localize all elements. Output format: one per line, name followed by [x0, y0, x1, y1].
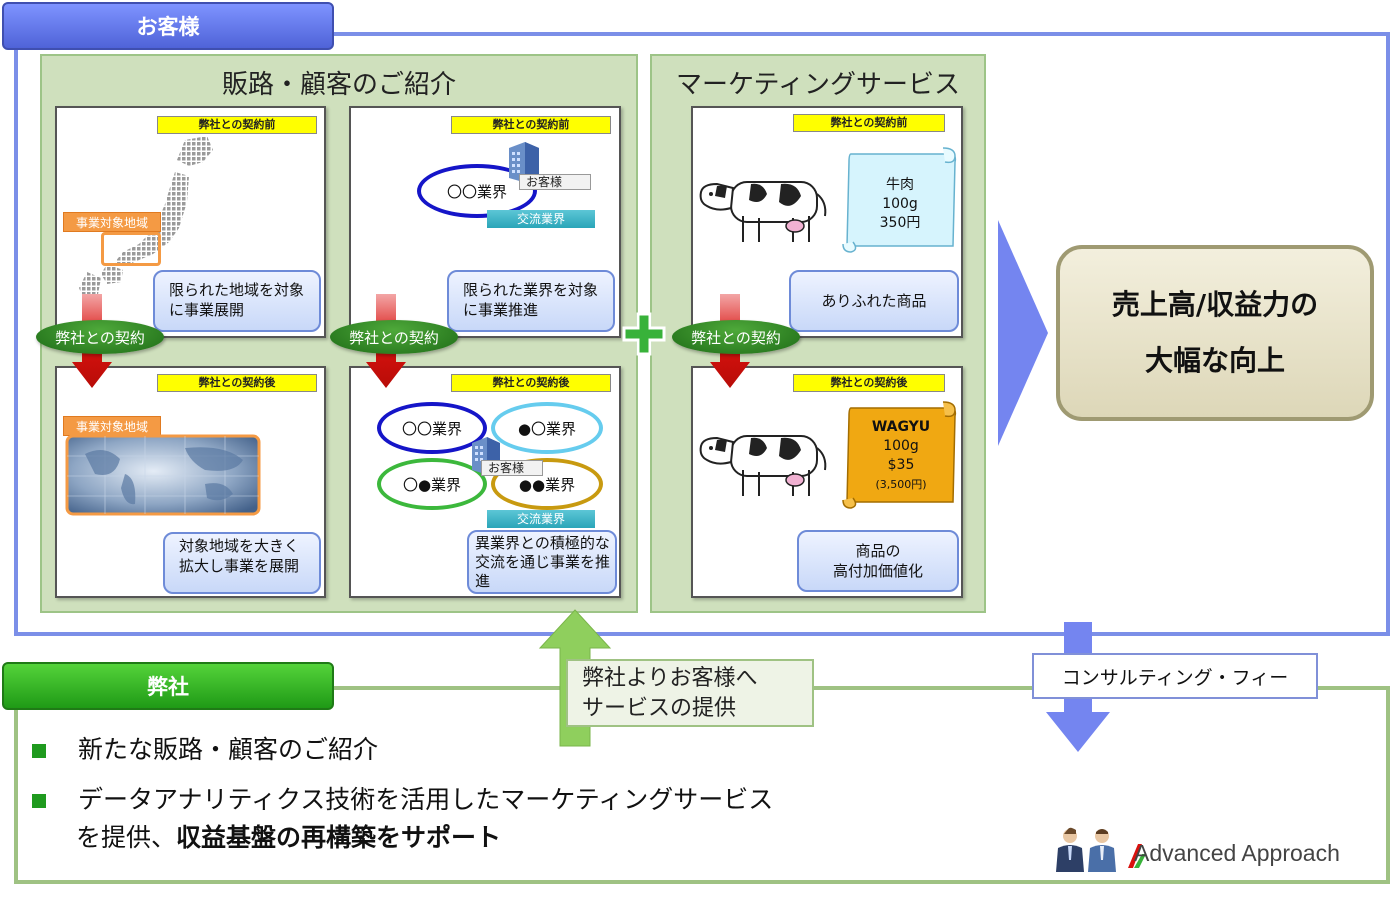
region-tag: 事業対象地域 — [63, 212, 162, 232]
panel5-description: ありふれた商品 — [789, 270, 959, 332]
company-logo: Advanced Approach — [1134, 840, 1340, 867]
consultants-icon — [1056, 827, 1116, 872]
contract-oval: 弊社との契約 — [672, 320, 800, 354]
industry-ellipse-b: ●〇業界 — [491, 402, 603, 454]
contract-oval: 弊社との契約 — [36, 320, 164, 354]
region-tag: 事業対象地域 — [63, 416, 162, 436]
logo-mark-icon — [1128, 844, 1146, 868]
before-label: 弊社との契約前 — [451, 116, 611, 134]
customer-tab: お客様 — [2, 2, 334, 50]
before-label: 弊社との契約前 — [793, 114, 945, 132]
bullet-text: を提供、 — [76, 823, 177, 852]
panel-region-after: 弊社との契約後 事業対象地域 対象地域を大きく拡大し事業を展開 — [55, 366, 326, 598]
bullet-square-icon — [32, 744, 46, 758]
scroll-line: (3,500円) — [875, 478, 927, 491]
scroll-line: 100g — [882, 196, 918, 212]
note-line: サービスの提供 — [582, 696, 737, 721]
panel4-description: 異業界との積極的な交流を通じ事業を推進 — [467, 530, 617, 594]
panel2-description: 限られた業界を対象に事業推進 — [447, 270, 615, 332]
price-scroll-icon — [842, 147, 957, 253]
customer-tag: お客様 — [519, 174, 591, 190]
scroll-line: WAGYU — [871, 419, 931, 435]
panel-industry-before: 弊社との契約前 〇〇業界 お客様 交流業界 限られた業界を対象に事業推進 — [349, 106, 621, 338]
logo-part: Advanced — [1134, 840, 1242, 866]
bullet-continuation: を提供、収益基盤の再構築をサポート — [76, 818, 501, 854]
exchange-tag: 交流業界 — [487, 510, 595, 528]
scroll-line: 100g — [883, 438, 919, 454]
panel3-description: 対象地域を大きく拡大し事業を展開 — [163, 532, 321, 594]
customer-tag: お客様 — [481, 460, 543, 476]
panel-marketing-after: 弊社との契約後 WAGYU 100g $35 (3,500円) 商品の 高付加価… — [691, 366, 963, 598]
bullet-item: データアナリティクス技術を活用したマーケティングサービス — [32, 780, 773, 816]
price-scroll-text: 牛肉 100g 350円 — [849, 176, 951, 233]
contract-oval: 弊社との契約 — [330, 320, 458, 354]
marketing-title: マーケティングサービス — [676, 70, 960, 100]
consulting-fee-box: コンサルティング・フィー — [1032, 653, 1318, 699]
after-label: 弊社との契約後 — [793, 374, 945, 392]
world-map-icon — [65, 434, 261, 516]
panel6-description: 商品の 高付加価値化 — [797, 530, 959, 592]
cow-icon — [699, 435, 827, 496]
plus-icon — [622, 312, 666, 356]
company-tab: 弊社 — [2, 662, 334, 710]
scroll-line: 350円 — [879, 215, 921, 231]
cow-icon — [699, 181, 827, 242]
panel-industry-after: 弊社との契約後 〇〇業界 ●〇業界 〇●業界 ●●業界 お客様 交流業界 異業界… — [349, 366, 621, 598]
region-highlight — [101, 232, 161, 266]
wagyu-scroll-text: WAGYU 100g $35 (3,500円) — [849, 418, 953, 494]
building-icon — [509, 142, 539, 182]
exchange-tag: 交流業界 — [487, 210, 595, 228]
scroll-line: 牛肉 — [886, 177, 914, 193]
bullet-text: データアナリティクス技術を活用したマーケティングサービス — [77, 785, 774, 814]
panel1-description: 限られた地域を対象に事業展開 — [153, 270, 321, 332]
logo-part: Approach — [1241, 840, 1340, 866]
description-line: 商品の — [855, 542, 901, 560]
industry-ellipse-a: 〇〇業界 — [377, 402, 487, 454]
bullet-emphasis: 収益基盤の再構築をサポート — [176, 823, 502, 852]
after-label: 弊社との契約後 — [451, 374, 611, 392]
result-line: 売上高/収益力の — [1111, 288, 1319, 321]
sales-channel-title: 販路・顧客のご紹介 — [221, 70, 456, 100]
after-label: 弊社との契約後 — [157, 374, 317, 392]
before-label: 弊社との契約前 — [157, 116, 317, 134]
right-arrow-icon — [998, 220, 1048, 446]
description-line: 高付加価値化 — [832, 562, 923, 580]
scroll-line: $35 — [887, 457, 915, 473]
bullet-item: 新たな販路・顧客のご紹介 — [32, 730, 378, 766]
result-box: 売上高/収益力の 大幅な向上 — [1056, 245, 1374, 421]
service-note-box: 弊社よりお客様へ サービスの提供 — [566, 659, 814, 727]
note-line: 弊社よりお客様へ — [582, 666, 758, 691]
bullet-square-icon — [32, 794, 46, 808]
wagyu-scroll-icon — [842, 401, 957, 509]
result-line: 大幅な向上 — [1144, 344, 1285, 377]
industry-ellipse-c: 〇●業界 — [377, 458, 487, 510]
bullet-text: 新たな販路・顧客のご紹介 — [77, 735, 378, 764]
